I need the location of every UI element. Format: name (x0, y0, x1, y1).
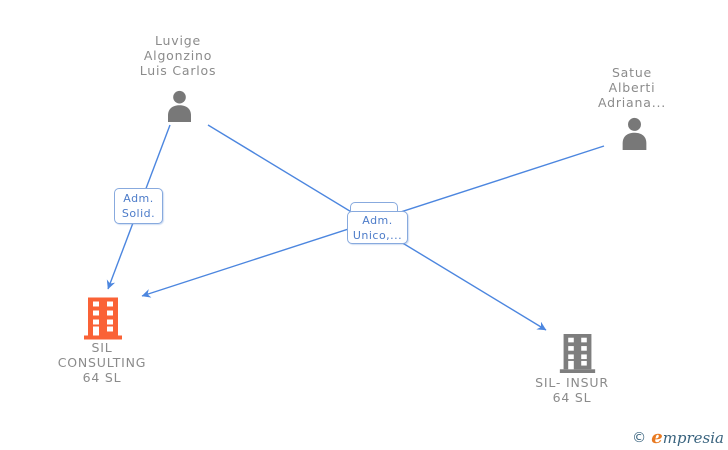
edge-label-adm-unico[interactable]: Adm. Unico,... (347, 211, 408, 244)
company-2-name[interactable]: SIL- INSUR 64 SL (497, 375, 647, 405)
company-building-icon[interactable] (84, 297, 122, 344)
company-2-name-line: SIL- INSUR (535, 375, 609, 390)
person-2-name-line: Satue (611, 65, 653, 80)
person-2-name-line: Adriana... (597, 95, 667, 110)
empresia-logo[interactable]: © empresia (632, 427, 724, 448)
edge-label-line: Unico,... (352, 229, 403, 242)
person-1-name-line: Luvige (155, 33, 201, 48)
edge-label-line: Solid. (121, 207, 156, 220)
edge-label-line: Adm. (362, 214, 393, 227)
person-1-name-line: Algonzino (143, 48, 213, 63)
person-1-name[interactable]: Luvige Algonzino Luis Carlos (103, 33, 253, 78)
copyright-icon: © (632, 430, 647, 446)
company-1-name[interactable]: SIL CONSULTING 64 SL (27, 340, 177, 385)
person-1-name-line: Luis Carlos (139, 63, 217, 78)
company-1-name-line: CONSULTING (57, 355, 147, 370)
company-1-name-line: SIL (91, 340, 113, 355)
person-icon[interactable] (619, 117, 650, 154)
edge-label-line: Adm. (123, 192, 154, 205)
person-2-name-line: Alberti (608, 80, 656, 95)
company-2-name-line: 64 SL (552, 390, 592, 405)
company-1-name-line: 64 SL (82, 370, 122, 385)
edge-label-adm-solid[interactable]: Adm. Solid. (114, 188, 163, 224)
brand-initial: e (651, 427, 663, 448)
person-icon[interactable] (164, 90, 195, 126)
brand-wordmark: mpresia (662, 429, 724, 447)
person-2-name[interactable]: Satue Alberti Adriana... (557, 65, 707, 110)
company-building-icon[interactable] (559, 334, 596, 377)
